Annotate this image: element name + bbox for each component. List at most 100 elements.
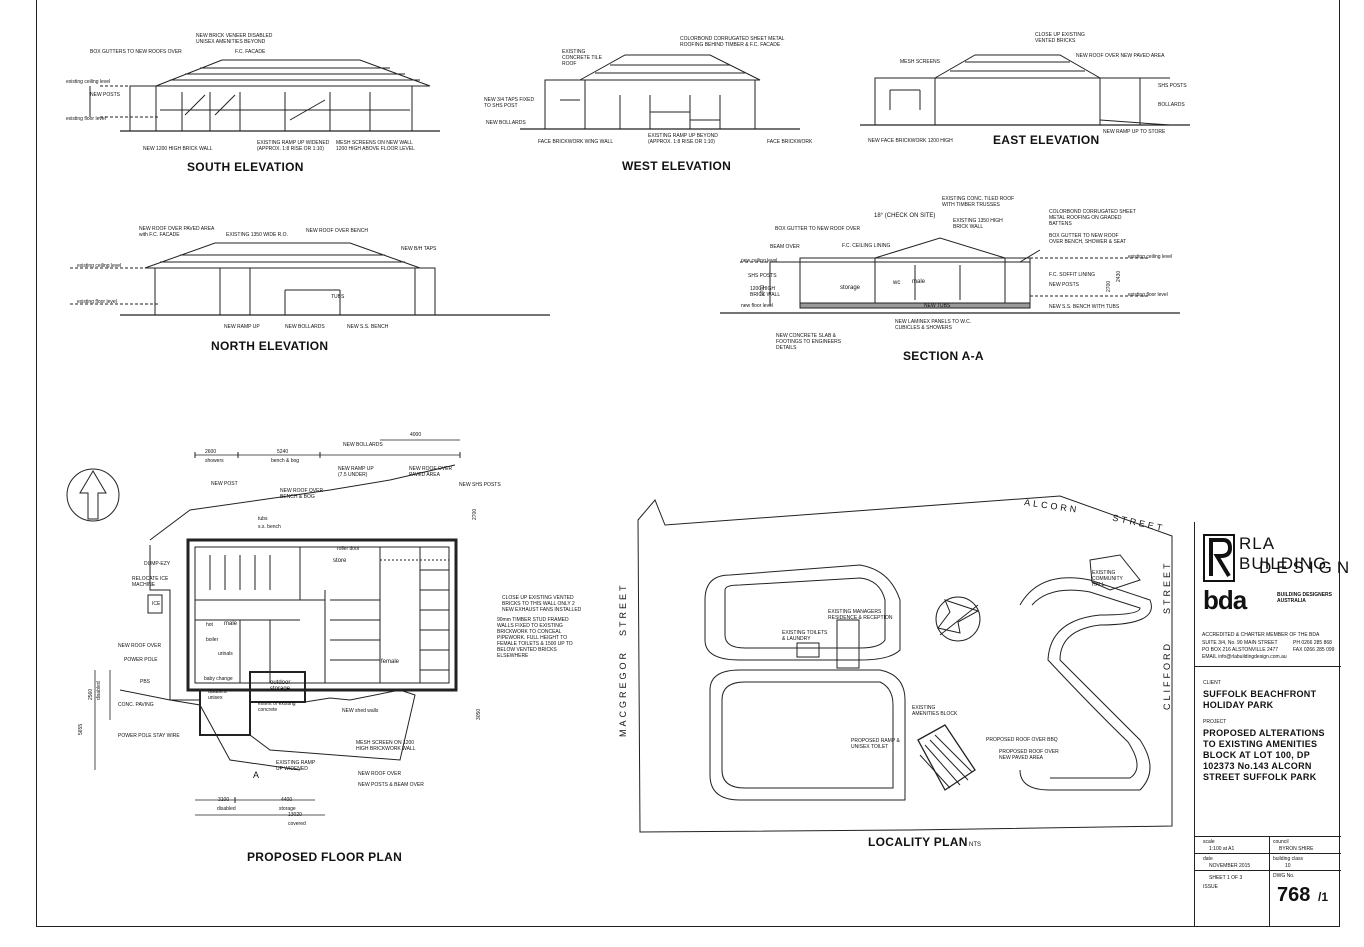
locality-note-roof-bbq: PROPOSED ROOF OVER BBQ (986, 737, 1058, 743)
bda-subtitle: BUILDING DESIGNERS AUSTRALIA (1277, 592, 1333, 604)
west-note-bollards: NEW BOLLARDS (486, 120, 526, 126)
section-note-soffit: F.C. SOFFIT LINING (1049, 272, 1096, 278)
floor-note-existing-concrete: extent of existing concrete (258, 701, 296, 713)
floor-room-hot: hot (206, 622, 213, 628)
floor-room-bench: s.s. bench (258, 524, 281, 530)
section-note-fc-ceiling: F.C. CEILING LINING (842, 243, 891, 249)
project-label: PROJECT (1203, 719, 1227, 725)
south-elevation-drawing (89, 59, 440, 132)
floor-room-boiler: boiler (206, 637, 219, 643)
floor-note-bollards: NEW BOLLARDS (343, 442, 383, 448)
floor-dim-2560-label: disabled (96, 681, 102, 700)
floor-room-urinals: urinals (218, 651, 233, 657)
floor-note-ice: ICE (152, 601, 161, 607)
south-note-floor-level: existing floor level (66, 116, 106, 122)
east-note-bollards: BOLLARDS (1158, 102, 1185, 108)
north-note-floor-level: existing floor level (77, 299, 117, 305)
east-note-ramp-to-store: NEW RAMP UP TO STORE (1103, 129, 1166, 135)
floor-room-store: store (333, 558, 347, 564)
floor-room-outdoor-storage: outdoor storage (270, 680, 291, 692)
floor-dim-2700: 2700 (472, 508, 478, 520)
floor-dim-2560: 2560 (88, 688, 94, 700)
floor-room-tubs: tubs (258, 516, 268, 522)
section-note-beam: BEAM OVER (770, 244, 800, 250)
floor-dim-4000: 4000 (410, 432, 422, 438)
firm-address-2: PO BOX 216 ALSTONVILLE 2477 (1202, 647, 1279, 653)
floor-dim-showers-label: showers (205, 458, 224, 464)
north-note-tubs: TUBS (331, 294, 345, 300)
bda-accreditation: ACCREDITED & CHARTER MEMBER OF THE BDA (1202, 632, 1320, 638)
north-note-ramp: NEW RAMP UP (224, 324, 260, 330)
locality-note-roof-paved: PROPOSED ROOF OVER NEW PAVED AREA (999, 749, 1059, 761)
client-name: SUFFOLK BEACHFRONT HOLIDAY PARK (1203, 689, 1317, 710)
section-room-storage: storage (840, 285, 861, 291)
south-note-ceiling-level: existing ceiling level (66, 79, 111, 85)
floor-note-mesh-screen: MESH SCREEN ON 1200 HIGH BRICKWORK WALL (356, 740, 416, 752)
locality-plan-drawing (637, 495, 1173, 833)
floor-room-roller-door: roller door (337, 546, 360, 552)
floor-note-roof-bench: NEW ROOF OVER BENCH & BOG (280, 488, 324, 500)
floor-room-baby-change: baby change (204, 676, 233, 682)
west-note-wing-wall: FACE BRICKWORK WING WALL (538, 139, 614, 145)
west-note-tile-roof: EXISTING CONCRETE TILE ROOF (562, 49, 602, 67)
floor-note-stud-walls: 90mm TIMBER STUD FRAMED WALLS FIXED TO E… (497, 617, 573, 659)
locality-note-toilets-laundry: EXISTING TOILETS & LAUNDRY (782, 630, 828, 642)
north-note-roof-bench: NEW ROOF OVER BENCH (306, 228, 368, 234)
section-note-colorbond: COLORBOND CORRUGATED SHEET METAL ROOFING… (1049, 209, 1136, 227)
firm-name-line2: DESIGN (1259, 558, 1355, 577)
floor-note-power-pole: POWER POLE (124, 657, 158, 663)
bda-logo: bda (1203, 585, 1247, 615)
south-note-box-gutters: BOX GUTTERS TO NEW ROOFS OVER (90, 49, 182, 55)
floor-note-ramp-widened: EXISTING RAMP UP WIDENED (276, 760, 316, 772)
west-note-face-brickwork: FACE BRICKWORK (767, 139, 813, 145)
floor-note-shs-posts: NEW SHS POSTS (459, 482, 501, 488)
north-note-bench: NEW S.S. BENCH (347, 324, 389, 330)
firm-address-1: SUITE 3/4, No. 90 MAIN STREET (1202, 640, 1278, 646)
section-aa-drawing (720, 237, 1180, 314)
locality-note-amenities-block: EXISTING AMENITIES BLOCK (912, 705, 958, 717)
firm-fax: FAX 0266 285 099 (1293, 647, 1335, 653)
firm-phone: PH 0266 285 868 (1293, 640, 1332, 646)
locality-note-managers-residence: EXISTING MANAGERS RESIDENCE & RECEPTION (828, 609, 893, 621)
west-elevation-drawing (520, 54, 800, 130)
floor-dim-bench: 5240 (277, 449, 289, 455)
west-note-taps: NEW 3/4 TAPS FIXED TO SHS POST (484, 97, 535, 109)
east-elevation-title: EAST ELEVATION (993, 133, 1100, 147)
locality-note-community-hall: EXISTING COMMUNITY HALL (1092, 570, 1123, 588)
floor-note-pbs: PBS (140, 679, 151, 685)
floor-note-vented-bricks: CLOSE UP EXISTING VENTED BRICKS TO THIS … (502, 595, 582, 613)
south-note-ramp-widened: EXISTING RAMP UP WIDENED (APPROX. 1:8 RI… (257, 140, 330, 152)
drawing-number: 768 (1277, 884, 1311, 906)
street-clifford: CLIFFORD (1162, 641, 1172, 710)
east-elevation-drawing (860, 54, 1190, 126)
drawing-number-suffix: /1 (1318, 890, 1329, 904)
section-note-shs-posts: SHS POSTS (748, 273, 777, 279)
floor-dim-3050: 3050 (476, 708, 482, 720)
council-label: council (1273, 839, 1289, 845)
section-note-slab: NEW CONCRETE SLAB & FOOTINGS TO ENGINEER… (776, 333, 842, 351)
floor-note-stay-wire: POWER POLE STAY WIRE (118, 733, 180, 739)
project-description: PROPOSED ALTERATIONS TO EXISTING AMENITI… (1203, 728, 1325, 782)
title-block: RLA BUILDING DESIGN bda BUILDING DESIGNE… (1194, 522, 1349, 927)
date-value: NOVEMBER 2015 (1209, 863, 1251, 869)
section-note-1200-wall: 1200 HIGH BRICK WALL (750, 286, 781, 298)
east-note-mesh-screens: MESH SCREENS (900, 59, 941, 65)
floor-note-roof-over: NEW ROOF OVER (358, 771, 402, 777)
street-macgregor: MACGREGOR (618, 649, 628, 737)
section-dim-right-2: 2700 (1106, 280, 1112, 292)
floor-dim-storage: 4400 (281, 797, 293, 803)
rla-logo-icon (1203, 534, 1235, 582)
firm-logo: RLA BUILDING DESIGN (1203, 534, 1349, 582)
section-note-new-floor: new floor level (741, 303, 773, 309)
section-dim-right: 2430 (1116, 270, 1122, 282)
north-note-paved-area: NEW ROOF OVER PAVED AREA with F.C. FACAD… (139, 226, 215, 238)
issue-label: ISSUE (1203, 884, 1219, 890)
floor-room-male: male (224, 621, 238, 627)
east-note-new-roof: NEW ROOF OVER NEW PAVED AREA (1076, 53, 1165, 59)
floor-room-disabled: disabled unisex (208, 689, 227, 701)
section-note-new-ceiling: new ceiling level (741, 258, 778, 264)
section-note-floor-level: existing floor level (1128, 292, 1168, 298)
firm-name-line1: RLA BUILDING (1239, 534, 1328, 573)
north-note-bollards: NEW BOLLARDS (285, 324, 325, 330)
drawing-sheet (36, 0, 1340, 927)
